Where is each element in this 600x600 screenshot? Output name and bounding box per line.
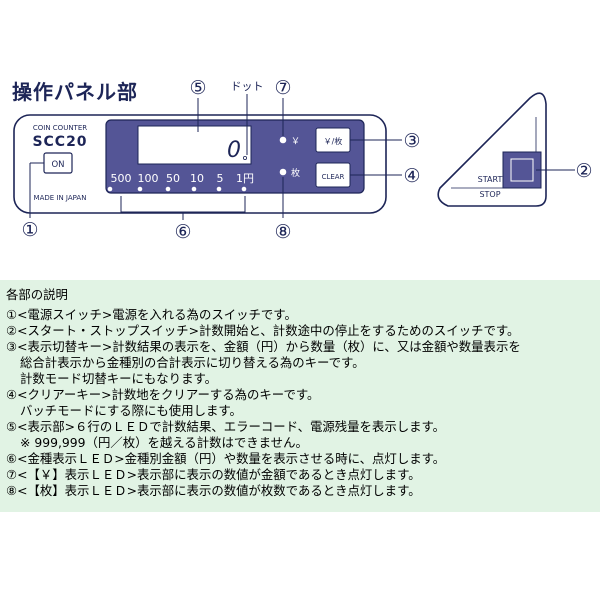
explanation-line-5-note: ※ 999,999（円／枚）を越える計数はできません。 <box>20 435 308 450</box>
led-display <box>137 125 252 165</box>
explanation-panel: 各部の説明 ①<電源スイッチ>電源を入れる為のスイッチです。 ②<スタート・スト… <box>0 280 600 512</box>
stop-label: STOP <box>479 190 500 199</box>
denom-label-10: 10 <box>190 172 204 185</box>
dot-label: ドット <box>231 80 264 93</box>
denom-label-1: 1円 <box>236 172 254 185</box>
yen-mai-key-label: ￥/枚 <box>324 136 343 146</box>
denom-label-50: 50 <box>166 172 180 185</box>
explanation-line-4b: バッチモードにする際にも使用します。 <box>20 403 242 418</box>
clear-key-label: CLEAR <box>322 173 345 181</box>
start-stop-switch-face <box>510 158 534 182</box>
denom-led-10 <box>191 186 197 192</box>
model-name: SCC20 <box>32 134 87 150</box>
denom-label-5: 5 <box>217 172 224 185</box>
denom-led-5 <box>216 186 222 192</box>
callout-7: ⑦ <box>274 77 291 99</box>
led-mai-indicator <box>279 168 287 176</box>
led-yen-label: ￥ <box>291 137 300 147</box>
display-value: 0 <box>227 138 241 163</box>
explanation-line-5: ⑤<表示部>６行のＬＥＤで計数結果、エラーコード、電源残量を表示します。 <box>6 419 446 434</box>
explanation-line-2: ②<スタート・ストップスイッチ>計数開始と、計数途中の停止をするためのスイッチで… <box>6 323 520 338</box>
explanation-line-8: ⑧<【枚】表示ＬＥＤ>表示部に表示の数値が枚数であるとき点灯します。 <box>6 483 421 498</box>
diagram-title: 操作パネル部 <box>12 80 138 104</box>
brand-line: COIN COUNTER <box>33 124 87 132</box>
explanation-line-7: ⑦<【￥】表示ＬＥＤ>表示部に表示の数値が金額であるとき点灯します。 <box>6 467 421 482</box>
callout-8: ⑧ <box>274 221 291 243</box>
denom-led-50 <box>165 186 171 192</box>
start-stop-switch[interactable] <box>502 151 542 189</box>
explanation-line-1: ①<電源スイッチ>電源を入れる為のスイッチです。 <box>6 307 297 322</box>
led-mai-label: 枚 <box>291 167 300 179</box>
callout-1: ① <box>21 219 38 241</box>
explanation-heading: 各部の説明 <box>6 287 68 302</box>
explanation-line-4: ④<クリアーキー>計数地をクリアーする為のキーです。 <box>6 387 320 402</box>
decimal-dot <box>242 155 247 160</box>
on-button-label: ON <box>51 160 64 170</box>
explanation-line-3c: 計数モード切替キーにもなります。 <box>20 371 218 386</box>
led-yen-indicator <box>279 136 287 144</box>
callout-6: ⑥ <box>174 221 191 243</box>
start-label: START <box>478 175 503 184</box>
denom-label-100: 100 <box>138 172 159 185</box>
denom-led-1 <box>241 186 247 192</box>
explanation-line-3b: 総合計表示から金種別の合計表示に切り替える為のキーです。 <box>20 355 365 370</box>
denom-led-100 <box>137 186 143 192</box>
explanation-line-6: ⑥<金種表示ＬＥＤ>金種別金額（円）や数量を表示させる時に、点灯します。 <box>6 451 446 466</box>
explanation-line-3: ③<表示切替キー>計数結果の表示を、金額（円）から数量（枚）に、又は金額や数量表… <box>6 339 521 354</box>
callout-2: ② <box>575 160 592 182</box>
denomination-leds <box>107 186 247 192</box>
callout-4: ④ <box>403 165 420 187</box>
callout-3: ③ <box>403 130 420 152</box>
denom-led-500 <box>107 186 113 192</box>
made-in-label: MADE IN JAPAN <box>34 194 87 202</box>
callout-5: ⑤ <box>189 77 206 99</box>
denom-label-500: 500 <box>111 172 132 185</box>
operation-panel-diagram: 操作パネル部 COIN COUNTER SCC20 ON MADE IN JAP… <box>0 0 600 268</box>
